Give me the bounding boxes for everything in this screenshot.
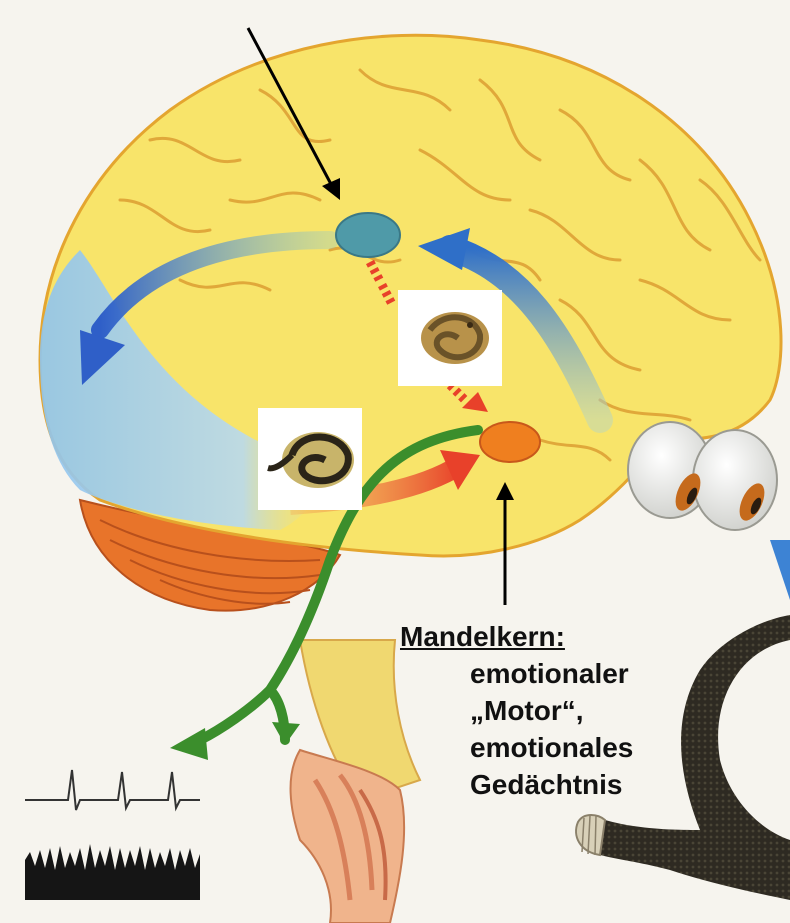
label-line-3: emotionales: [400, 729, 633, 766]
label-line-4: Gedächtnis: [400, 766, 633, 803]
amygdala: [480, 422, 540, 462]
coiled-snake-icon: [258, 408, 362, 510]
light-ray: [770, 540, 790, 600]
ecg-trace-icon: [25, 770, 200, 900]
green-arrowhead-left: [170, 728, 208, 760]
label-line-2: „Motor“,: [400, 692, 633, 729]
amygdala-label: Mandelkern: emotionaler „Motor“, emotion…: [400, 618, 633, 803]
label-title: Mandelkern:: [400, 618, 633, 655]
label-line-1: emotionaler: [400, 655, 633, 692]
coiled-snake-icon: [398, 290, 502, 386]
eyeball-icon: [628, 422, 777, 530]
green-arrowhead-right: [272, 722, 300, 745]
thalamus: [336, 213, 400, 257]
